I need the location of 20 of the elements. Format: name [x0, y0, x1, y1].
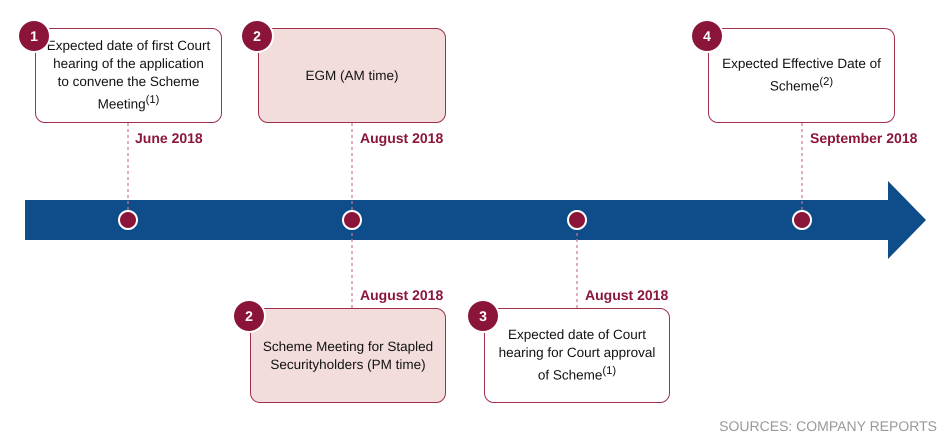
event-description: Scheme Meeting for Stapled Securityholders (PM time) [262, 338, 434, 374]
step-number-badge: 2 [242, 21, 272, 51]
date-label: August 2018 [360, 130, 444, 146]
step-number-badge: 1 [19, 21, 49, 51]
date-label: August 2018 [360, 287, 444, 303]
leader-line [801, 123, 803, 210]
date-label: August 2018 [585, 287, 668, 303]
step-number-badge: 4 [692, 21, 722, 51]
event-description: Expected Effective Date of Scheme$^{(2)}$ [721, 55, 882, 96]
date-label: September 2018 [810, 130, 918, 146]
leader-line [127, 123, 129, 210]
event-description: Expected date of Court hearing for Court approval of Scheme$^{(1)}$ [498, 326, 656, 385]
leader-line [351, 230, 353, 308]
step-number-badge: 3 [468, 301, 498, 331]
leader-line [576, 230, 578, 308]
source-note: SOURCES: COMPANY REPORTS [719, 418, 937, 434]
event-description: EGM (AM time) [304, 66, 400, 84]
date-label: June 2018 [135, 130, 203, 146]
step-number-badge: 2 [234, 301, 264, 331]
leader-line [351, 123, 353, 210]
